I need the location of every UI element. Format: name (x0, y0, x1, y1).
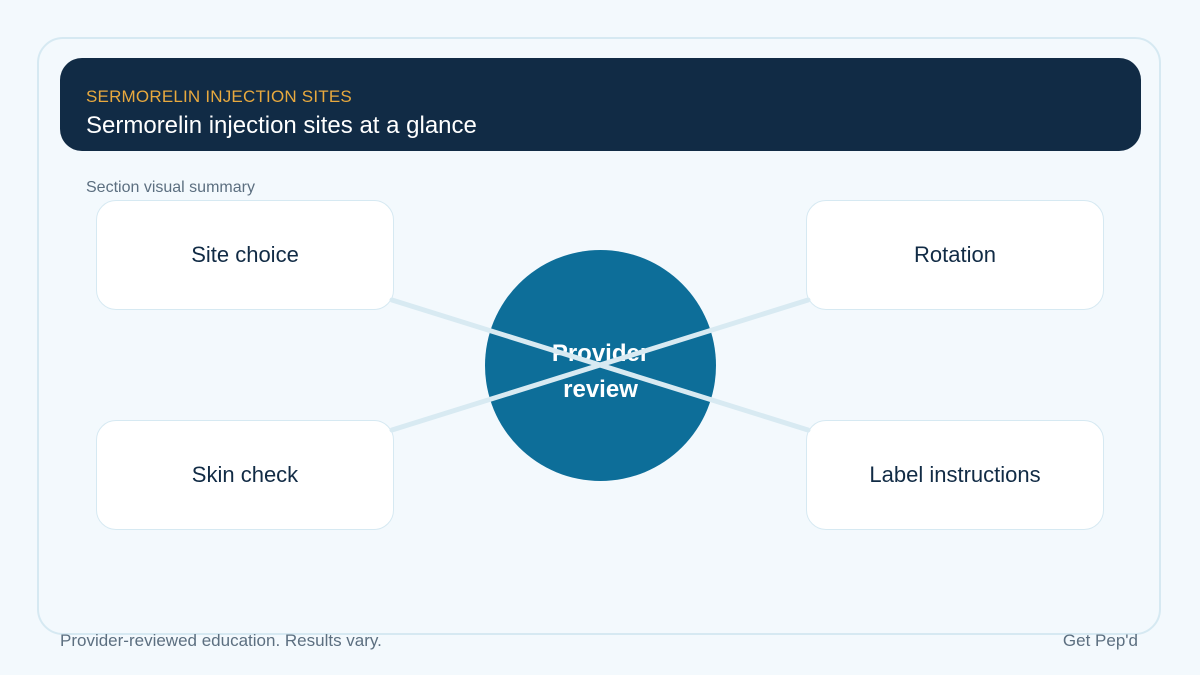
footer-brand: Get Pep'd (1062, 631, 1138, 650)
header-banner: SERMORELIN INJECTION SITES Sermorelin in… (60, 58, 1141, 151)
eyebrow-label: SERMORELIN INJECTION SITES (86, 87, 352, 106)
footer-disclaimer: Provider-reviewed education. Results var… (60, 631, 382, 650)
page-title: Sermorelin injection sites at a glance (86, 112, 477, 139)
section-caption: Section visual summary (86, 179, 255, 196)
